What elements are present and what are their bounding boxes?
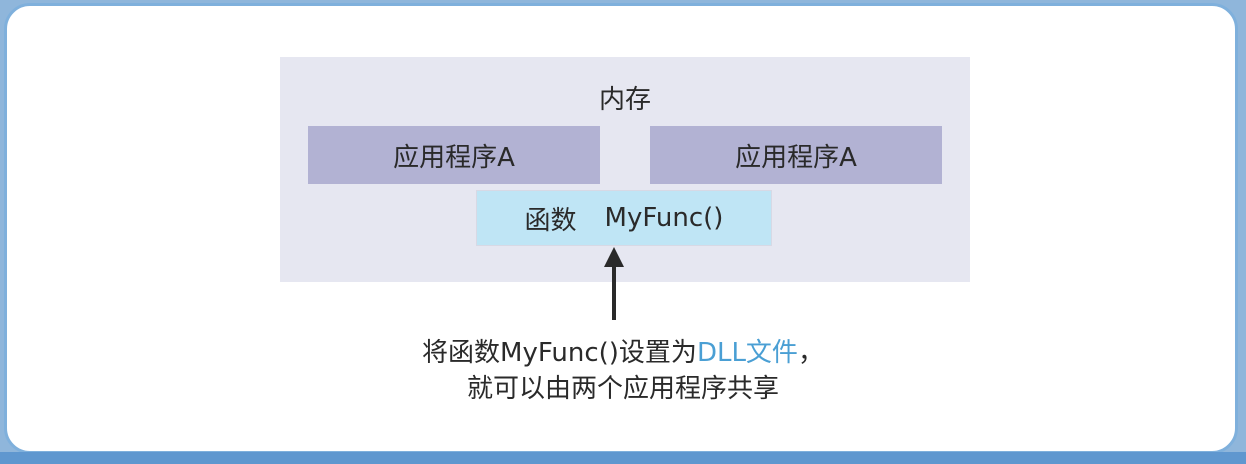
caption: 将函数MyFunc()设置为DLL文件， 就可以由两个应用程序共享	[330, 335, 916, 407]
application-a-right: 应用程序A	[650, 126, 942, 184]
memory-box: 内存 应用程序A 应用程序A 函数 MyFunc()	[280, 57, 970, 282]
function-label: 函数	[524, 205, 577, 236]
application-a-right-label: 应用程序A	[735, 142, 857, 173]
bottom-band	[0, 452, 1246, 464]
application-a-left: 应用程序A	[308, 126, 600, 184]
up-arrow-head-icon	[604, 247, 624, 267]
caption-line-1-text: 将函数MyFunc()设置为	[422, 338, 697, 368]
shared-function-box: 函数 MyFunc()	[476, 190, 772, 246]
caption-line-1-comma: ，	[797, 338, 824, 368]
up-arrow-shaft	[612, 262, 616, 320]
caption-line-2: 就可以由两个应用程序共享	[466, 374, 779, 404]
application-a-left-label: 应用程序A	[393, 142, 515, 173]
caption-dll-highlight: DLL文件	[696, 338, 798, 368]
function-name: MyFunc()	[604, 203, 724, 233]
memory-title: 内存	[598, 85, 651, 115]
caption-line-1: 将函数MyFunc()设置为DLL文件，	[330, 335, 916, 371]
